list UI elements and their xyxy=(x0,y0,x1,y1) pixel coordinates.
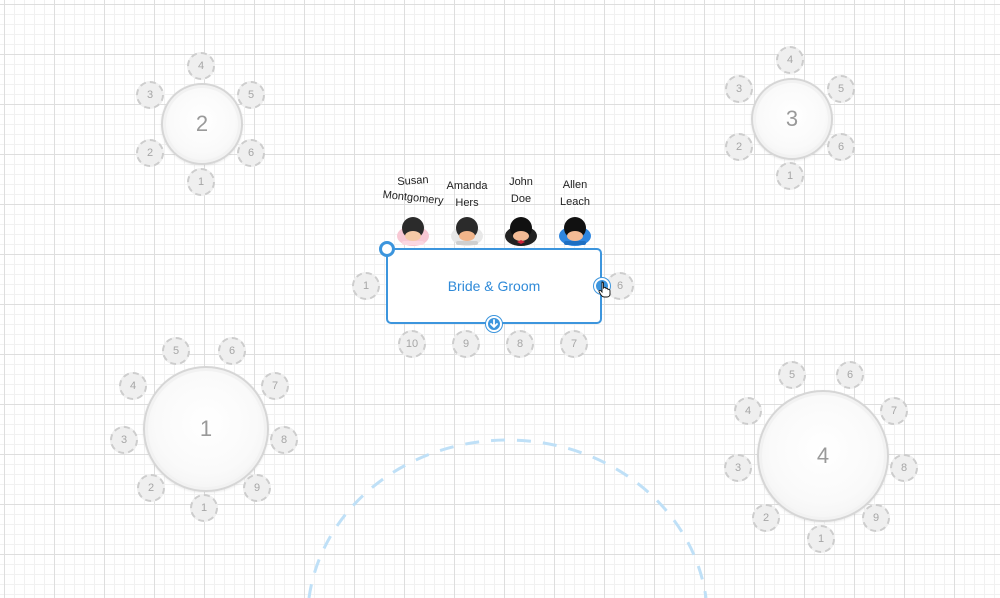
table-number: 3 xyxy=(785,106,799,131)
guest-name: Allen Leach xyxy=(560,179,590,208)
seat[interactable]: 6 xyxy=(606,272,634,300)
guest-name: Amanda Hers xyxy=(446,180,488,209)
seat[interactable]: 9 xyxy=(452,330,480,358)
seat[interactable]: 3 xyxy=(110,426,138,454)
guest-name: John Doe xyxy=(509,176,533,205)
seat[interactable]: 5 xyxy=(162,337,190,365)
head-table-label: Bride & Groom xyxy=(447,278,541,294)
seat[interactable]: 3 xyxy=(725,75,753,103)
seat[interactable]: 1 xyxy=(807,525,835,553)
rotate-handle-icon[interactable] xyxy=(379,241,395,257)
seat[interactable]: 5 xyxy=(237,81,265,109)
guest-avatar[interactable] xyxy=(501,210,541,248)
table-number: 4 xyxy=(816,443,830,468)
seat[interactable]: 4 xyxy=(734,397,762,425)
seat[interactable]: 9 xyxy=(862,504,890,532)
seat[interactable]: 2 xyxy=(752,504,780,532)
seat[interactable]: 5 xyxy=(778,361,806,389)
seat[interactable]: 4 xyxy=(119,372,147,400)
head-table-bride-groom[interactable]: Bride & Groom xyxy=(386,248,602,324)
table-number: 1 xyxy=(199,416,213,441)
seat[interactable]: 4 xyxy=(776,46,804,74)
seat[interactable]: 8 xyxy=(506,330,534,358)
seat[interactable]: 7 xyxy=(560,330,588,358)
seat[interactable]: 6 xyxy=(237,139,265,167)
guest-avatar[interactable] xyxy=(393,210,433,248)
round-table-4[interactable]: 4 xyxy=(757,390,889,522)
seat[interactable]: 4 xyxy=(187,52,215,80)
seat[interactable]: 10 xyxy=(398,330,426,358)
seat[interactable]: 2 xyxy=(136,139,164,167)
seat[interactable]: 5 xyxy=(827,75,855,103)
seat[interactable]: 9 xyxy=(243,474,271,502)
round-table-1[interactable]: 1 xyxy=(143,366,269,492)
seat[interactable]: 1 xyxy=(352,272,380,300)
round-table-2[interactable]: 2 xyxy=(161,83,243,165)
seat[interactable]: 2 xyxy=(137,474,165,502)
seat[interactable]: 3 xyxy=(136,81,164,109)
add-seat-icon[interactable] xyxy=(594,278,610,294)
seat[interactable]: 7 xyxy=(880,397,908,425)
arrow-down-icon[interactable] xyxy=(486,316,502,332)
seat[interactable]: 2 xyxy=(725,133,753,161)
round-table-3[interactable]: 3 xyxy=(751,78,833,160)
guest-avatar[interactable] xyxy=(555,210,595,248)
seat[interactable]: 1 xyxy=(187,168,215,196)
table-number: 2 xyxy=(195,111,209,136)
seat[interactable]: 3 xyxy=(724,454,752,482)
guest-avatar[interactable] xyxy=(447,210,487,248)
seat[interactable]: 1 xyxy=(776,162,804,190)
seat[interactable]: 6 xyxy=(218,337,246,365)
seat[interactable]: 6 xyxy=(836,361,864,389)
seat[interactable]: 7 xyxy=(261,372,289,400)
seat[interactable]: 6 xyxy=(827,133,855,161)
seat[interactable]: 8 xyxy=(270,426,298,454)
seat[interactable]: 8 xyxy=(890,454,918,482)
seat[interactable]: 1 xyxy=(190,494,218,522)
